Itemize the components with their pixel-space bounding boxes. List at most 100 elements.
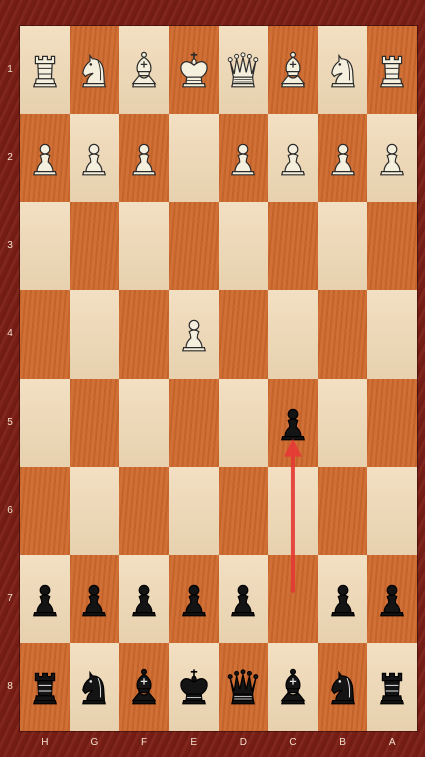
white-pawn-icon[interactable]: [74, 132, 114, 184]
square-g6[interactable]: [70, 467, 120, 555]
square-f2[interactable]: [119, 114, 169, 202]
square-c5[interactable]: [268, 379, 318, 467]
white-pawn-icon[interactable]: [124, 132, 164, 184]
square-c1[interactable]: [268, 26, 318, 114]
black-pawn-icon[interactable]: [372, 573, 412, 625]
black-pawn-icon[interactable]: [124, 573, 164, 625]
white-bishop-icon[interactable]: [124, 44, 164, 96]
square-a6[interactable]: [367, 467, 417, 555]
square-f7[interactable]: [119, 555, 169, 643]
square-f6[interactable]: [119, 467, 169, 555]
square-e2[interactable]: [169, 114, 219, 202]
square-d1[interactable]: [219, 26, 269, 114]
square-b6[interactable]: [318, 467, 368, 555]
square-h6[interactable]: [20, 467, 70, 555]
square-b8[interactable]: [318, 643, 368, 731]
square-b5[interactable]: [318, 379, 368, 467]
white-pawn-icon[interactable]: [372, 132, 412, 184]
square-g7[interactable]: [70, 555, 120, 643]
white-pawn-icon[interactable]: [323, 132, 363, 184]
square-f5[interactable]: [119, 379, 169, 467]
square-c2[interactable]: [268, 114, 318, 202]
black-bishop-icon[interactable]: [273, 661, 313, 713]
square-h5[interactable]: [20, 379, 70, 467]
square-f4[interactable]: [119, 290, 169, 378]
black-pawn-icon[interactable]: [25, 573, 65, 625]
square-b7[interactable]: [318, 555, 368, 643]
square-e4[interactable]: [169, 290, 219, 378]
square-d2[interactable]: [219, 114, 269, 202]
white-pawn-icon[interactable]: [273, 132, 313, 184]
white-pawn-icon[interactable]: [25, 132, 65, 184]
square-h8[interactable]: [20, 643, 70, 731]
square-a3[interactable]: [367, 202, 417, 290]
square-a4[interactable]: [367, 290, 417, 378]
black-rook-icon[interactable]: [372, 661, 412, 713]
black-pawn-icon[interactable]: [273, 397, 313, 449]
black-pawn-icon[interactable]: [74, 573, 114, 625]
white-queen-icon[interactable]: [223, 44, 263, 96]
white-pawn-icon[interactable]: [174, 308, 214, 360]
square-c4[interactable]: [268, 290, 318, 378]
square-g4[interactable]: [70, 290, 120, 378]
square-g5[interactable]: [70, 379, 120, 467]
square-h7[interactable]: [20, 555, 70, 643]
black-queen-icon[interactable]: [223, 661, 263, 713]
square-h4[interactable]: [20, 290, 70, 378]
square-f8[interactable]: [119, 643, 169, 731]
square-d3[interactable]: [219, 202, 269, 290]
square-e8[interactable]: [169, 643, 219, 731]
square-a1[interactable]: [367, 26, 417, 114]
black-bishop-icon[interactable]: [124, 661, 164, 713]
white-king-icon[interactable]: [174, 44, 214, 96]
white-knight-icon[interactable]: [74, 44, 114, 96]
square-d8[interactable]: [219, 643, 269, 731]
square-b4[interactable]: [318, 290, 368, 378]
rank-label: 3: [4, 240, 16, 251]
black-pawn-icon[interactable]: [323, 573, 363, 625]
square-d6[interactable]: [219, 467, 269, 555]
black-pawn-icon[interactable]: [174, 573, 214, 625]
square-h2[interactable]: [20, 114, 70, 202]
square-a2[interactable]: [367, 114, 417, 202]
black-knight-icon[interactable]: [323, 661, 363, 713]
square-b2[interactable]: [318, 114, 368, 202]
black-knight-icon[interactable]: [74, 661, 114, 713]
square-c6[interactable]: [268, 467, 318, 555]
square-d4[interactable]: [219, 290, 269, 378]
file-label: A: [367, 737, 417, 748]
square-f3[interactable]: [119, 202, 169, 290]
square-a5[interactable]: [367, 379, 417, 467]
square-g2[interactable]: [70, 114, 120, 202]
square-b1[interactable]: [318, 26, 368, 114]
square-f1[interactable]: [119, 26, 169, 114]
square-e6[interactable]: [169, 467, 219, 555]
white-rook-icon[interactable]: [372, 44, 412, 96]
square-e3[interactable]: [169, 202, 219, 290]
square-h1[interactable]: [20, 26, 70, 114]
file-label: F: [119, 737, 169, 748]
square-e7[interactable]: [169, 555, 219, 643]
black-rook-icon[interactable]: [25, 661, 65, 713]
square-d7[interactable]: [219, 555, 269, 643]
square-a8[interactable]: [367, 643, 417, 731]
square-b3[interactable]: [318, 202, 368, 290]
white-bishop-icon[interactable]: [273, 44, 313, 96]
square-e1[interactable]: [169, 26, 219, 114]
square-g8[interactable]: [70, 643, 120, 731]
square-g3[interactable]: [70, 202, 120, 290]
square-a7[interactable]: [367, 555, 417, 643]
square-c3[interactable]: [268, 202, 318, 290]
square-e5[interactable]: [169, 379, 219, 467]
square-c7[interactable]: [268, 555, 318, 643]
white-rook-icon[interactable]: [25, 44, 65, 96]
square-g1[interactable]: [70, 26, 120, 114]
black-king-icon[interactable]: [174, 661, 214, 713]
black-pawn-icon[interactable]: [223, 573, 263, 625]
white-pawn-icon[interactable]: [223, 132, 263, 184]
square-h3[interactable]: [20, 202, 70, 290]
square-d5[interactable]: [219, 379, 269, 467]
white-knight-icon[interactable]: [323, 44, 363, 96]
file-label: G: [70, 737, 120, 748]
square-c8[interactable]: [268, 643, 318, 731]
